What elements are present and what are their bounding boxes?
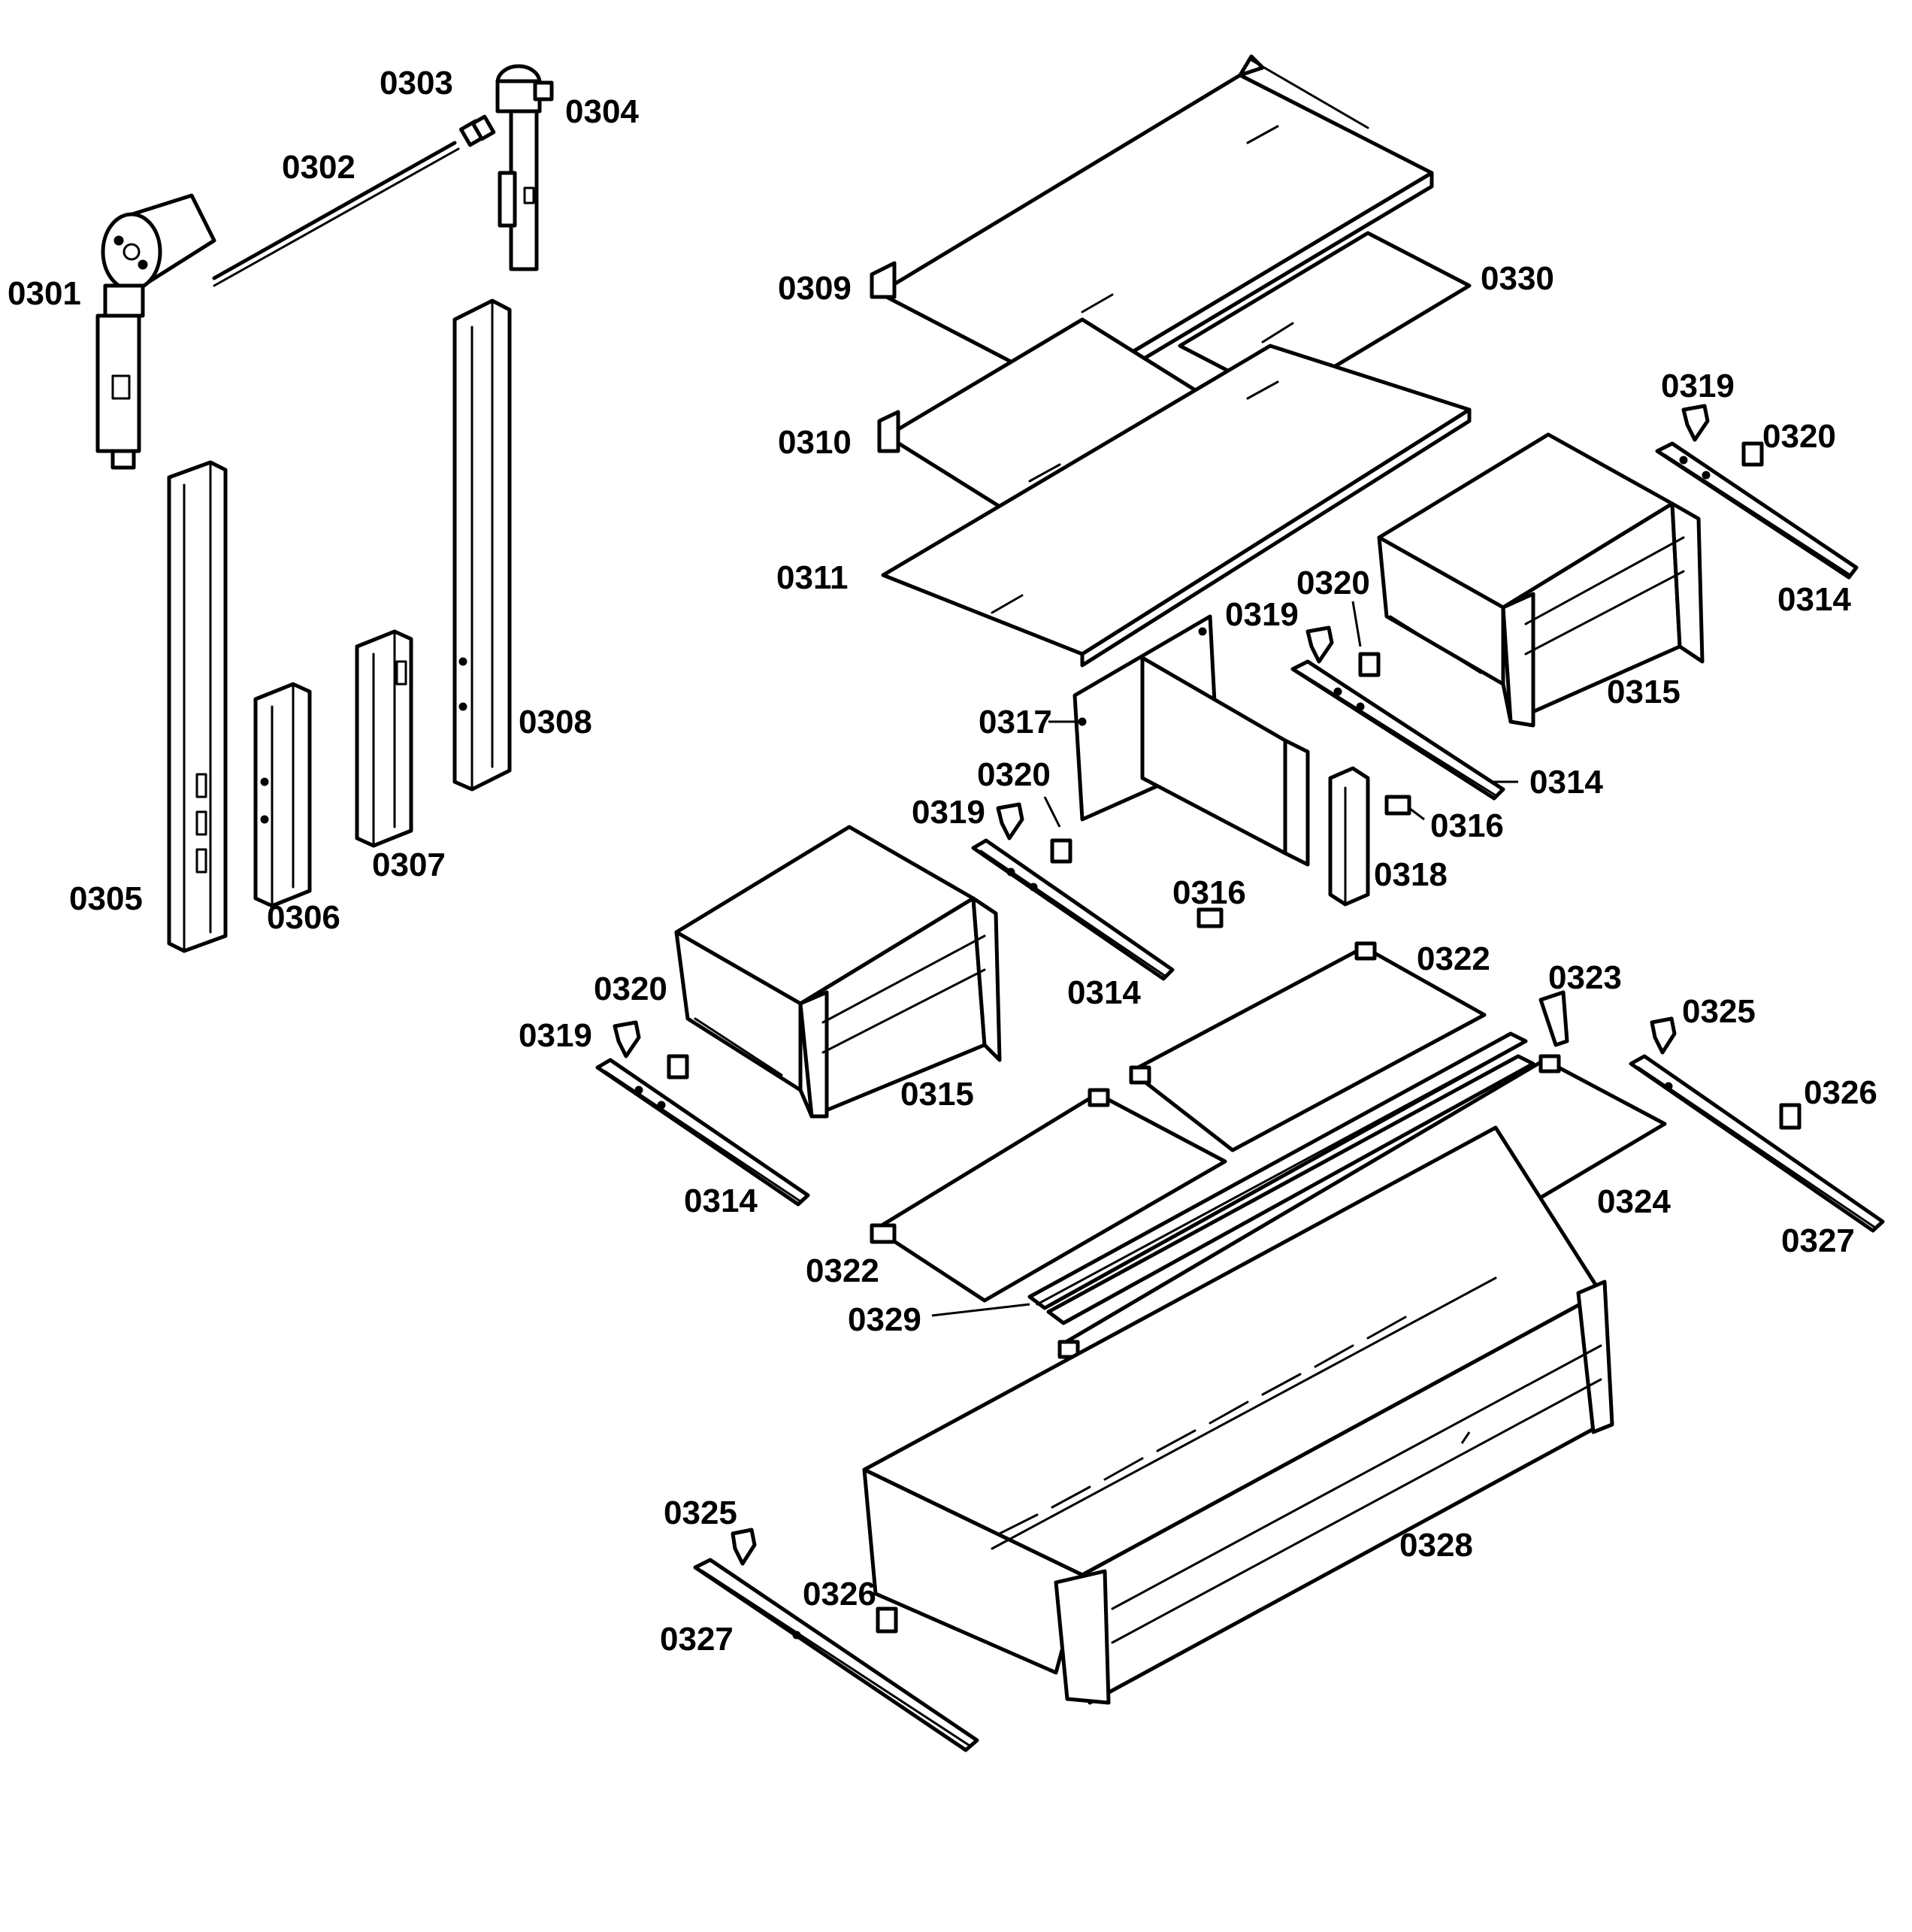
label-0309: 0309 [778, 270, 852, 307]
label-0314-a: 0314 [1777, 581, 1851, 618]
label-0326-b: 0326 [803, 1576, 876, 1613]
label-0322-b: 0322 [806, 1252, 879, 1289]
part-0326-clip-right[interactable] [1779, 1103, 1802, 1130]
part-0311-bottom-glass-shelf[interactable] [881, 344, 1472, 668]
part-0304-drive-bracket[interactable] [495, 64, 554, 271]
part-0315-upper-drawer[interactable] [1377, 432, 1705, 728]
part-0323-bracket[interactable] [1538, 990, 1569, 1047]
label-0306: 0306 [267, 899, 340, 936]
part-0329-front-frame[interactable] [1027, 1031, 1535, 1325]
part-0305-long-rail[interactable] [167, 460, 228, 953]
label-0320-c: 0320 [977, 756, 1051, 793]
part-0319-clip-middle[interactable] [996, 802, 1024, 840]
part-0320-clip-middle[interactable] [1050, 838, 1072, 864]
part-0315-lower-drawer[interactable] [674, 825, 1002, 1119]
label-0302: 0302 [282, 149, 355, 186]
label-0304: 0304 [565, 93, 639, 130]
part-0327-slide-right[interactable] [1629, 1054, 1885, 1233]
part-0316-clip-right[interactable] [1384, 795, 1411, 816]
part-0314-slide-lower-left[interactable] [595, 1058, 810, 1207]
part-0319-clip-lower-left[interactable] [613, 1020, 641, 1058]
part-0322-cover-left[interactable] [870, 1088, 1227, 1303]
label-0308: 0308 [519, 704, 592, 740]
label-0310: 0310 [778, 424, 852, 461]
label-0318: 0318 [1374, 856, 1448, 893]
label-0326-a: 0326 [1804, 1074, 1877, 1111]
label-0316-b: 0316 [1172, 874, 1246, 911]
part-0307-short-rail[interactable] [355, 629, 413, 848]
label-0320-a: 0320 [1762, 418, 1836, 455]
label-0319-c: 0319 [912, 794, 985, 831]
part-0302-shaft[interactable] [212, 141, 460, 287]
part-0318-divider[interactable] [1328, 766, 1370, 907]
label-0315-a: 0315 [1607, 674, 1681, 710]
part-0327-slide-left[interactable] [693, 1558, 979, 1752]
part-0325-clip-left[interactable] [731, 1528, 757, 1566]
label-0322-a: 0322 [1417, 940, 1490, 977]
part-0306-short-rail[interactable] [253, 682, 312, 908]
label-0317: 0317 [979, 704, 1052, 740]
label-0330: 0330 [1481, 260, 1554, 297]
label-0315-b: 0315 [900, 1076, 974, 1113]
label-0301: 0301 [8, 275, 81, 312]
part-0314-slide-upper-right[interactable] [1655, 441, 1859, 580]
part-0314-slide-center[interactable] [1290, 659, 1505, 801]
part-0319-clip-upper-right[interactable] [1681, 404, 1710, 442]
label-0320-d: 0320 [594, 971, 667, 1007]
label-0327-a: 0327 [1781, 1222, 1855, 1259]
label-0329: 0329 [848, 1301, 921, 1338]
label-0319-d: 0319 [519, 1017, 592, 1054]
label-0323: 0323 [1548, 959, 1622, 996]
label-0307: 0307 [372, 846, 446, 883]
part-0314-slide-middle[interactable] [971, 838, 1175, 981]
label-0316-a: 0316 [1430, 807, 1504, 844]
label-0319-b: 0319 [1225, 596, 1299, 633]
label-0314-b: 0314 [1529, 764, 1603, 801]
label-0303: 0303 [380, 65, 453, 101]
part-0301-motor-assembly[interactable] [95, 193, 216, 470]
part-0317-crisper-cover[interactable] [1072, 614, 1310, 867]
part-number-labels: 0301 0302 0303 0304 0305 0306 0307 0308 … [8, 65, 1877, 1658]
part-0309-top-shelf[interactable] [870, 54, 1434, 407]
part-0320-clip-upper-right[interactable] [1741, 441, 1764, 467]
part-0320-clip-lower-left[interactable] [667, 1054, 689, 1080]
part-0308-long-rail[interactable] [452, 298, 512, 792]
part-0326-clip-left[interactable] [876, 1606, 898, 1634]
part-0303-coupling[interactable] [458, 114, 496, 147]
part-0325-clip-right[interactable] [1650, 1016, 1677, 1055]
label-0328: 0328 [1399, 1527, 1473, 1564]
label-0311: 0311 [776, 559, 848, 596]
label-0305: 0305 [69, 880, 143, 917]
part-0322-cover-right[interactable] [1129, 941, 1487, 1152]
label-0319-a: 0319 [1661, 368, 1735, 404]
part-0328-large-drawer[interactable] [862, 1125, 1614, 1705]
label-0320-b: 0320 [1296, 565, 1370, 601]
label-0314-c: 0314 [1067, 974, 1141, 1011]
label-0327-b: 0327 [660, 1621, 734, 1658]
part-0320-clip-center[interactable] [1358, 652, 1381, 677]
label-0325-b: 0325 [664, 1494, 737, 1531]
label-0325-a: 0325 [1682, 993, 1756, 1030]
part-0316-clip-center[interactable] [1197, 907, 1224, 928]
leader-lines [931, 601, 1518, 1444]
part-0319-clip-center[interactable] [1305, 625, 1334, 664]
label-0314-d: 0314 [684, 1183, 758, 1219]
label-0324: 0324 [1597, 1183, 1671, 1220]
